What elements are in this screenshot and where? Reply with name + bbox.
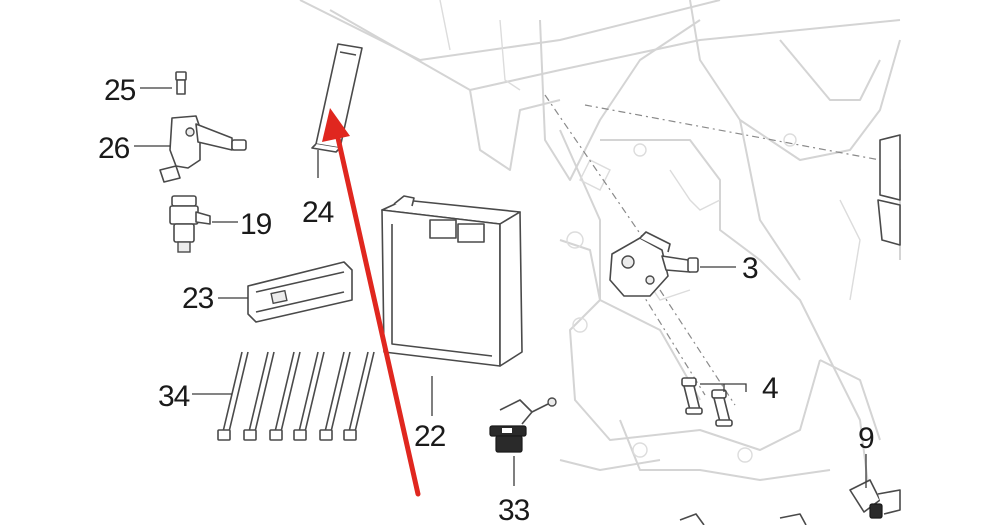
- callout-26: 26: [98, 132, 130, 165]
- part-19-injector: [169, 195, 211, 253]
- callout-19: 19: [240, 208, 272, 241]
- callout-25: 25: [104, 74, 136, 107]
- part-23-strap: [247, 261, 353, 323]
- callout-4: 4: [762, 372, 778, 405]
- callout-3: 3: [742, 252, 758, 285]
- callout-22: 22: [414, 420, 446, 453]
- callout-33: 33: [498, 494, 530, 525]
- highlight-arrow: [322, 108, 421, 497]
- leader-lines: [134, 87, 867, 488]
- part-3-regulator: [609, 231, 699, 297]
- callout-24: 24: [302, 196, 334, 229]
- part-26-sensor: [159, 115, 247, 183]
- part-25-bolt: [175, 71, 187, 95]
- callout-9: 9: [858, 422, 874, 455]
- motorcycle-frame: [299, 0, 901, 501]
- right-edge-connector: [877, 134, 901, 246]
- part-22-battery: [381, 195, 523, 367]
- part-9-fitting: [849, 479, 901, 519]
- part-4-bolts: [681, 377, 733, 427]
- bottom-clip: [679, 513, 807, 525]
- callout-labels: 25 26 19 24 23 34 22 33 3 4 9: [98, 74, 875, 525]
- callout-34: 34: [158, 380, 190, 413]
- part-33-relay: [489, 397, 557, 453]
- callout-23: 23: [182, 282, 214, 315]
- part-34-cable-ties: [217, 351, 375, 441]
